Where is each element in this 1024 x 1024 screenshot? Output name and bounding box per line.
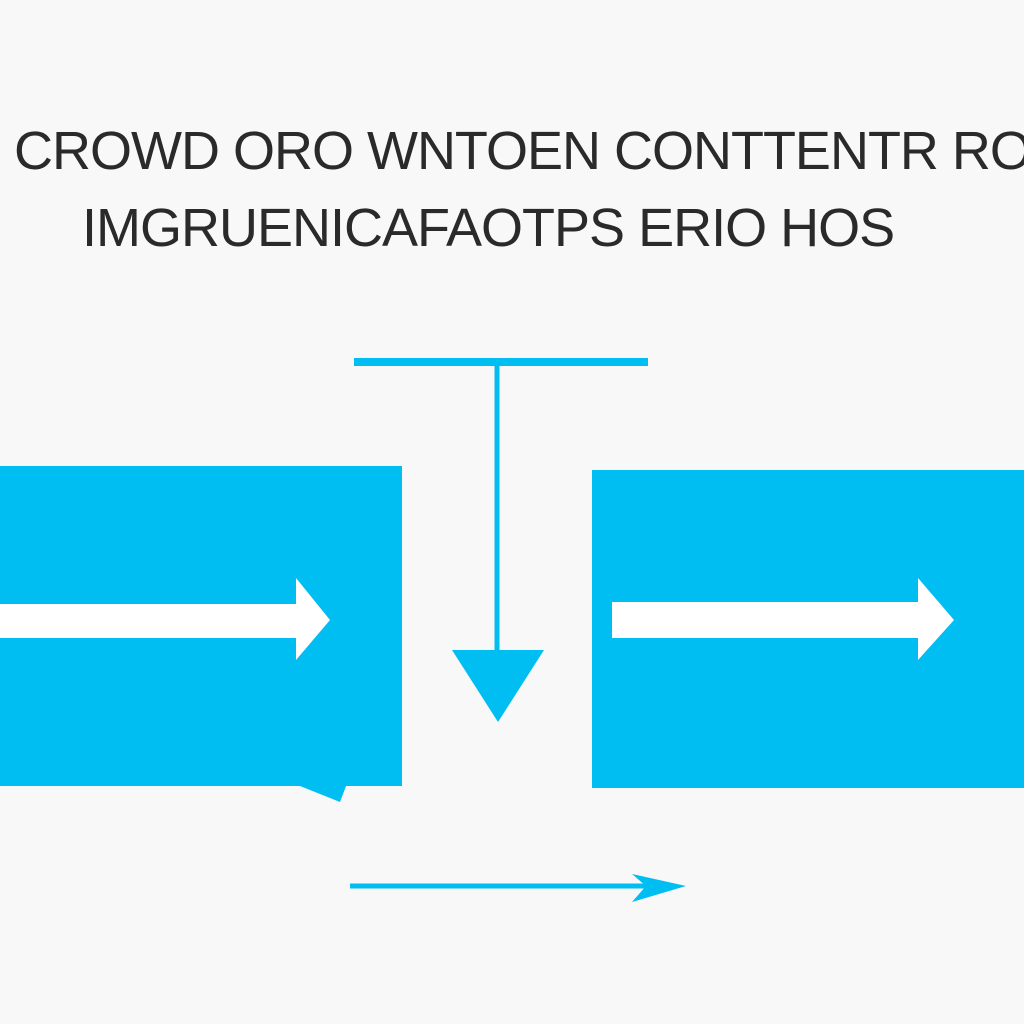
down-arrow-icon — [452, 650, 544, 722]
left-block-arrow-icon — [0, 578, 330, 660]
left-block-tail — [300, 786, 346, 802]
right-block-arrow-icon — [612, 578, 954, 660]
title-line-2: IMGRUENICAFAOTPS ERIO HOS — [82, 198, 895, 258]
title-line-1: CROWD ORO WNTOEN CONTTENTR ROR — [14, 121, 1024, 181]
bottom-arrow-icon — [632, 874, 686, 902]
